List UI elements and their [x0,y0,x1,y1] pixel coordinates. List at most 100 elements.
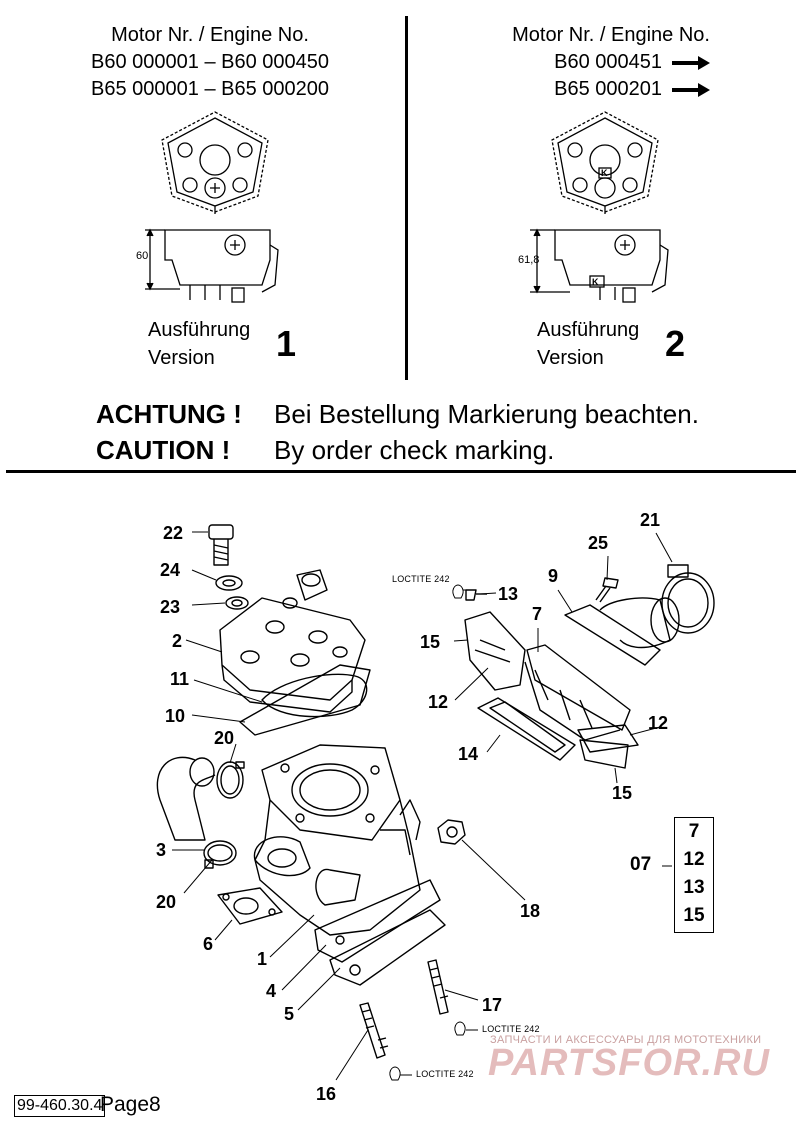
engine-title-right: Motor Nr. / Engine No. [512,24,710,46]
cylinder-head-side-view-v2 [530,228,669,303]
version-drawings [145,111,669,303]
engine-range-line1-right: B60 000451 [554,51,662,73]
part-17-stud [427,959,449,1015]
arrow-right-icon [672,55,710,70]
version-label-v1: Ausführung Version [148,316,250,372]
part-21-hose-clamp [661,564,715,634]
page-number: Page8 [100,1093,161,1116]
callout-15-upper: 15 [420,632,441,652]
loctite-label-middle: LOCTITE 242 [482,1024,540,1034]
cylinder-head-top-view-v2 [551,111,659,214]
part-15-reed-petal-lower [579,739,629,769]
callout-17: 17 [482,995,503,1015]
kit-label: 07 [630,854,652,875]
marking-k-side: K [592,277,599,287]
callout-22: 22 [163,523,184,543]
part-15-reed-petal-upper [464,611,526,691]
engine-range-right: Motor Nr. / Engine No. B60 000451 B65 00… [430,22,710,103]
caution-block: ACHTUNG !Bei Bestellung Markierung beach… [96,396,699,468]
callout-9: 9 [548,566,559,586]
callout-15-lower: 15 [612,783,633,803]
callout-12-upper: 12 [428,692,449,712]
part-6-exhaust-gasket [217,887,283,925]
part-16-stud [359,1002,389,1059]
part-1-cylinder [253,744,421,936]
part-2-cylinder-head [219,569,366,713]
version-number-v1: 1 [276,323,297,364]
caution-text-de: Bei Bestellung Markierung beachten. [274,399,699,429]
callout-14: 14 [458,744,479,764]
dimension-label-v2: 61,8 [518,254,540,266]
part-9-intake-flange [564,597,680,666]
loctite-label-bottom: LOCTITE 242 [416,1069,474,1079]
part-22-bolt [208,524,234,566]
part-5-base-plate [329,909,446,986]
caution-label-en: CAUTION ! [96,435,231,465]
part-25-screw [595,577,619,603]
kit-item: 15 [683,905,705,926]
callout-13: 13 [498,584,519,604]
caution-text-en: By order check marking. [274,435,555,465]
version-label-de-v2: Ausführung [537,319,640,341]
kit-item: 12 [683,849,705,870]
callout-20-lower: 20 [156,892,177,912]
callout-18: 18 [520,901,541,921]
version-label-en-v1: Version [148,347,215,369]
part-4-base-gasket [314,879,441,963]
callout-4: 4 [266,981,277,1001]
callout-10: 10 [165,706,186,726]
loctite-drop-icons [389,584,466,1081]
kit-item: 7 [688,821,700,842]
marking-k-top: K [601,168,608,178]
engine-range-left: Motor Nr. / Engine No. B60 000001 – B60 … [60,22,360,103]
engine-range-line2-left: B65 000001 – B65 000200 [91,78,329,100]
arrow-right-icon [672,82,710,97]
part-23-washer [225,596,249,610]
callout-11: 11 [170,669,190,689]
callout-25: 25 [588,533,609,553]
part-14-intake-gasket [477,697,576,761]
callout-21: 21 [640,510,661,530]
part-3-hose [156,756,216,841]
callout-7: 7 [532,604,543,624]
cylinder-head-top-view-v1 [161,111,269,214]
engine-title-left: Motor Nr. / Engine No. [111,24,309,46]
callout-24: 24 [160,560,181,580]
callout-20-upper: 20 [214,728,235,748]
callout-16: 16 [316,1084,337,1104]
document-number: 99-460.30.4 [14,1095,106,1117]
version-label-en-v2: Version [537,347,604,369]
part-13-screw [465,589,487,601]
kit-item: 13 [683,877,705,898]
part-18-nut [437,819,466,845]
callout-23: 23 [160,597,181,617]
drop-icon [454,1021,466,1036]
part-11-o-ring [261,673,368,718]
dimension-label-v1: 60 [136,250,149,262]
kit-items-box: 7 12 13 15 [674,817,714,933]
engine-range-line1-left: B60 000001 – B60 000450 [91,51,329,73]
part-20-clamp-lower [203,840,237,869]
callout-2: 2 [172,631,183,651]
engine-range-line2-right: B65 000201 [554,78,662,100]
part-12-reed-stop-lower [577,724,639,753]
watermark-tagline: ЗАПЧАСТИ И АКСЕССУАРЫ ДЛЯ МОТОТЕХНИКИ [490,1034,762,1046]
part-24-washer [215,575,243,591]
loctite-label-top: LOCTITE 242 [392,574,450,584]
drop-icon [389,1066,401,1081]
part-20-clamp-upper [216,761,245,799]
watermark-logo: PARTSFOR.RU [488,1042,770,1084]
callout-1: 1 [257,949,268,969]
callout-3: 3 [156,840,167,860]
callout-5: 5 [284,1004,295,1024]
part-7-reed-valve [524,644,631,741]
version-label-v2: Ausführung Version [537,316,639,372]
version-label-de-v1: Ausführung [148,319,251,341]
part-10-gasket [239,664,371,736]
callout-12-lower: 12 [648,713,669,733]
version-number-v2: 2 [665,323,686,364]
horizontal-divider [6,470,796,473]
drop-icon [452,584,464,599]
callout-6: 6 [203,934,214,954]
vertical-divider [405,16,408,380]
